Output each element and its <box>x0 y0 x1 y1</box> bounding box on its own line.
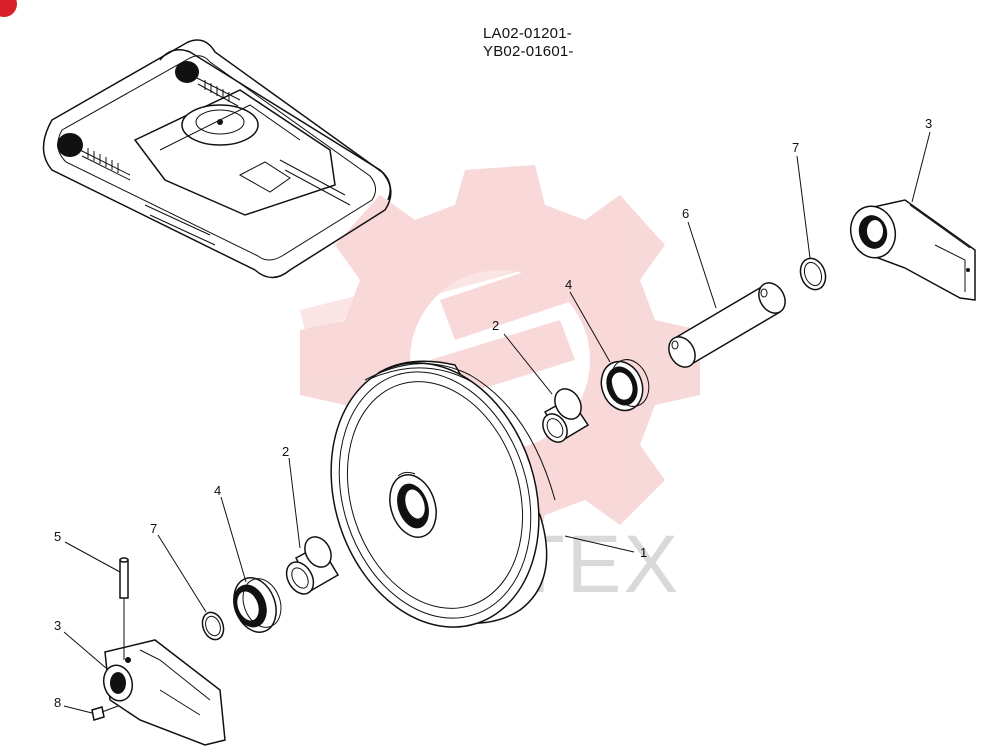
serial-range-line-1: LA02-01201- <box>483 25 572 42</box>
bushing-left <box>285 536 340 595</box>
floating-seal-right <box>600 359 650 412</box>
snap-ring-left <box>201 611 225 641</box>
callout-3-left: 3 <box>54 618 61 633</box>
snap-ring-right <box>799 257 827 291</box>
bracket-left <box>102 598 226 746</box>
callout-1: 1 <box>640 545 647 560</box>
shaft <box>668 282 786 368</box>
leader-lines <box>63 131 931 714</box>
bolt <box>91 705 119 721</box>
bushing-right <box>542 388 590 443</box>
callout-5: 5 <box>54 529 61 544</box>
callout-4-right: 4 <box>565 277 572 292</box>
callout-2-right: 2 <box>492 318 499 333</box>
callout-7-left: 7 <box>150 521 157 536</box>
idler-hub-left <box>57 133 83 157</box>
callout-3-right: 3 <box>925 116 932 131</box>
idler-wheel <box>330 360 556 628</box>
idler-hub-right <box>175 61 199 83</box>
callout-6: 6 <box>682 206 689 221</box>
callout-7-right: 7 <box>792 140 799 155</box>
serial-range-line-2: YB02-01601- <box>483 43 574 60</box>
bracket-right <box>849 199 976 301</box>
callout-4-left: 4 <box>214 483 221 498</box>
callout-8: 8 <box>54 695 61 710</box>
track-frame-illustration <box>42 39 392 279</box>
callout-labels: 1 2 2 3 3 4 4 5 6 7 7 8 <box>54 116 932 710</box>
pin <box>119 557 129 599</box>
corner-badge <box>0 0 17 17</box>
floating-seal-left <box>233 577 282 633</box>
callout-2-left: 2 <box>282 444 289 459</box>
